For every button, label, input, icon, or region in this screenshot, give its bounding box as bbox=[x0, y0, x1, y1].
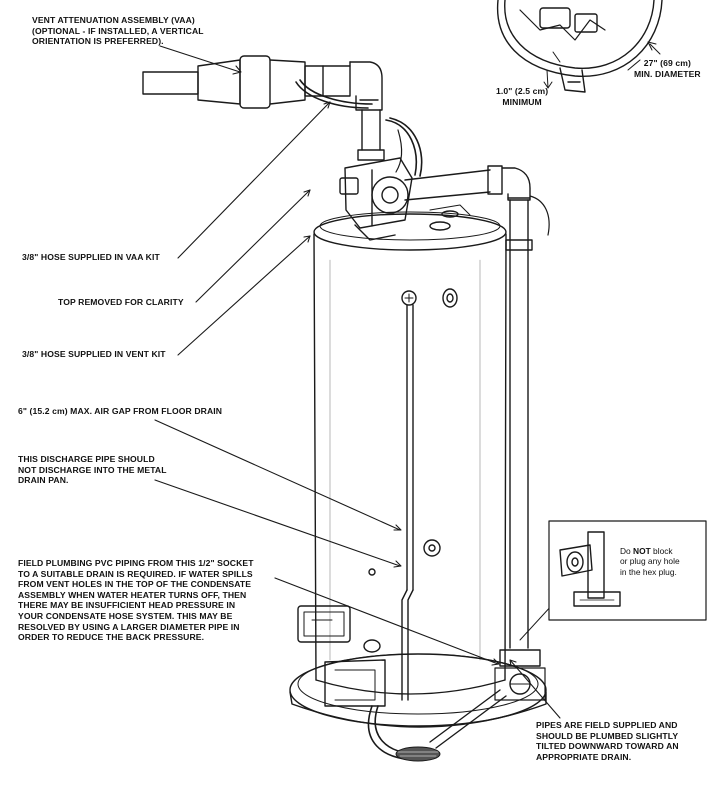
label-min-diameter: 27" (69 cm) MIN. DIAMETER bbox=[634, 58, 701, 79]
label-field-plumbing-line-6: YOUR CONDENSATE HOSE SYSTEM. THIS MAY BE bbox=[18, 610, 233, 621]
label-field-plumbing-line-8: ORDER TO REDUCE THE BACK PRESSURE. bbox=[18, 632, 205, 643]
label-air-gap: 6" (15.2 cm) MAX. AIR GAP FROM FLOOR DRA… bbox=[18, 406, 223, 416]
label-field-plumbing-line-2: TO A SUITABLE DRAIN IS REQUIRED. IF WATE… bbox=[18, 568, 253, 579]
label-field-plumbing-line-5: THERE MAY BE INSUFFICIENT HEAD PRESSURE … bbox=[18, 600, 236, 611]
label-field-plumbing-line-3: FROM VENT HOLES IN THE TOP OF THE CONDEN… bbox=[18, 579, 252, 590]
label-pipes-field-line-3: TILTED DOWNWARD TOWARD AN bbox=[536, 741, 679, 752]
label-field-plumbing-line-7: RESOLVED BY USING A LARGER DIAMETER PIPE… bbox=[18, 621, 240, 632]
inset-note-line-3: in the hex plug. bbox=[620, 566, 677, 577]
top-view-detail bbox=[496, 0, 663, 93]
tank-body bbox=[297, 233, 507, 707]
label-pipes-field-line-2: SHOULD BE PLUMBED SLIGHTLY bbox=[536, 730, 679, 741]
label-vaa-line-3: ORIENTATION IS PREFERRED). bbox=[32, 36, 164, 47]
label-field-plumbing: FIELD PLUMBING PVC PIPING FROM THIS 1/2"… bbox=[18, 558, 254, 643]
field-pipe bbox=[429, 689, 507, 749]
label-field-plumbing-line-4: ASSEMBLY WHEN WATER HEATER TURNS OFF, TH… bbox=[18, 589, 247, 600]
label-min-clearance-line-1: 1.0" (2.5 cm) bbox=[496, 86, 549, 96]
blower-assembly bbox=[339, 157, 413, 241]
label-hose-vent: 3/8" HOSE SUPPLIED IN VENT KIT bbox=[22, 349, 166, 359]
label-discharge: THIS DISCHARGE PIPE SHOULD NOT DISCHARGE… bbox=[18, 454, 167, 486]
label-min-clearance-line-2: MINIMUM bbox=[502, 96, 542, 107]
label-field-plumbing-line-1: FIELD PLUMBING PVC PIPING FROM THIS 1/2"… bbox=[18, 558, 254, 568]
label-vaa-line-2: (OPTIONAL - IF INSTALLED, A VERTICAL bbox=[32, 25, 204, 36]
label-min-diameter-line-1: 27" (69 cm) bbox=[643, 58, 691, 68]
floor-drain bbox=[395, 746, 441, 762]
label-vaa-line-1: VENT ATTENUATION ASSEMBLY (VAA) bbox=[32, 15, 195, 25]
label-pipes-field: PIPES ARE FIELD SUPPLIED AND SHOULD BE P… bbox=[536, 720, 679, 762]
label-hose-vaa: 3/8" HOSE SUPPLIED IN VAA KIT bbox=[22, 252, 160, 262]
label-pipes-field-line-1: PIPES ARE FIELD SUPPLIED AND bbox=[536, 720, 678, 730]
leader-lines bbox=[154, 45, 576, 719]
hex-plug-inset bbox=[548, 520, 707, 621]
vertical-vent-pipe bbox=[357, 109, 385, 161]
label-min-clearance: 1.0" (2.5 cm) MINIMUM bbox=[496, 86, 548, 107]
inset-note-not: NOT bbox=[633, 546, 651, 556]
tank-top bbox=[313, 204, 507, 251]
drain-pan bbox=[289, 653, 547, 728]
inset-note-line-2: or plug any hole bbox=[620, 556, 680, 567]
vent-attenuation-assembly bbox=[142, 55, 383, 111]
label-min-diameter-line-2: MIN. DIAMETER bbox=[634, 68, 701, 79]
label-discharge-line-2: NOT DISCHARGE INTO THE METAL bbox=[18, 464, 167, 475]
hoses bbox=[295, 79, 423, 177]
label-top-removed: TOP REMOVED FOR CLARITY bbox=[58, 297, 184, 307]
inset-note: Do NOT block or plug any hole in the hex… bbox=[620, 546, 680, 577]
label-discharge-line-3: DRAIN PAN. bbox=[18, 475, 69, 486]
exhaust-pipe bbox=[404, 165, 550, 649]
label-discharge-line-1: THIS DISCHARGE PIPE SHOULD bbox=[18, 454, 155, 464]
label-vaa: VENT ATTENUATION ASSEMBLY (VAA) (OPTIONA… bbox=[32, 15, 204, 47]
inset-note-line-1: Do NOT block bbox=[620, 546, 673, 556]
label-pipes-field-line-4: APPROPRIATE DRAIN. bbox=[536, 751, 632, 762]
